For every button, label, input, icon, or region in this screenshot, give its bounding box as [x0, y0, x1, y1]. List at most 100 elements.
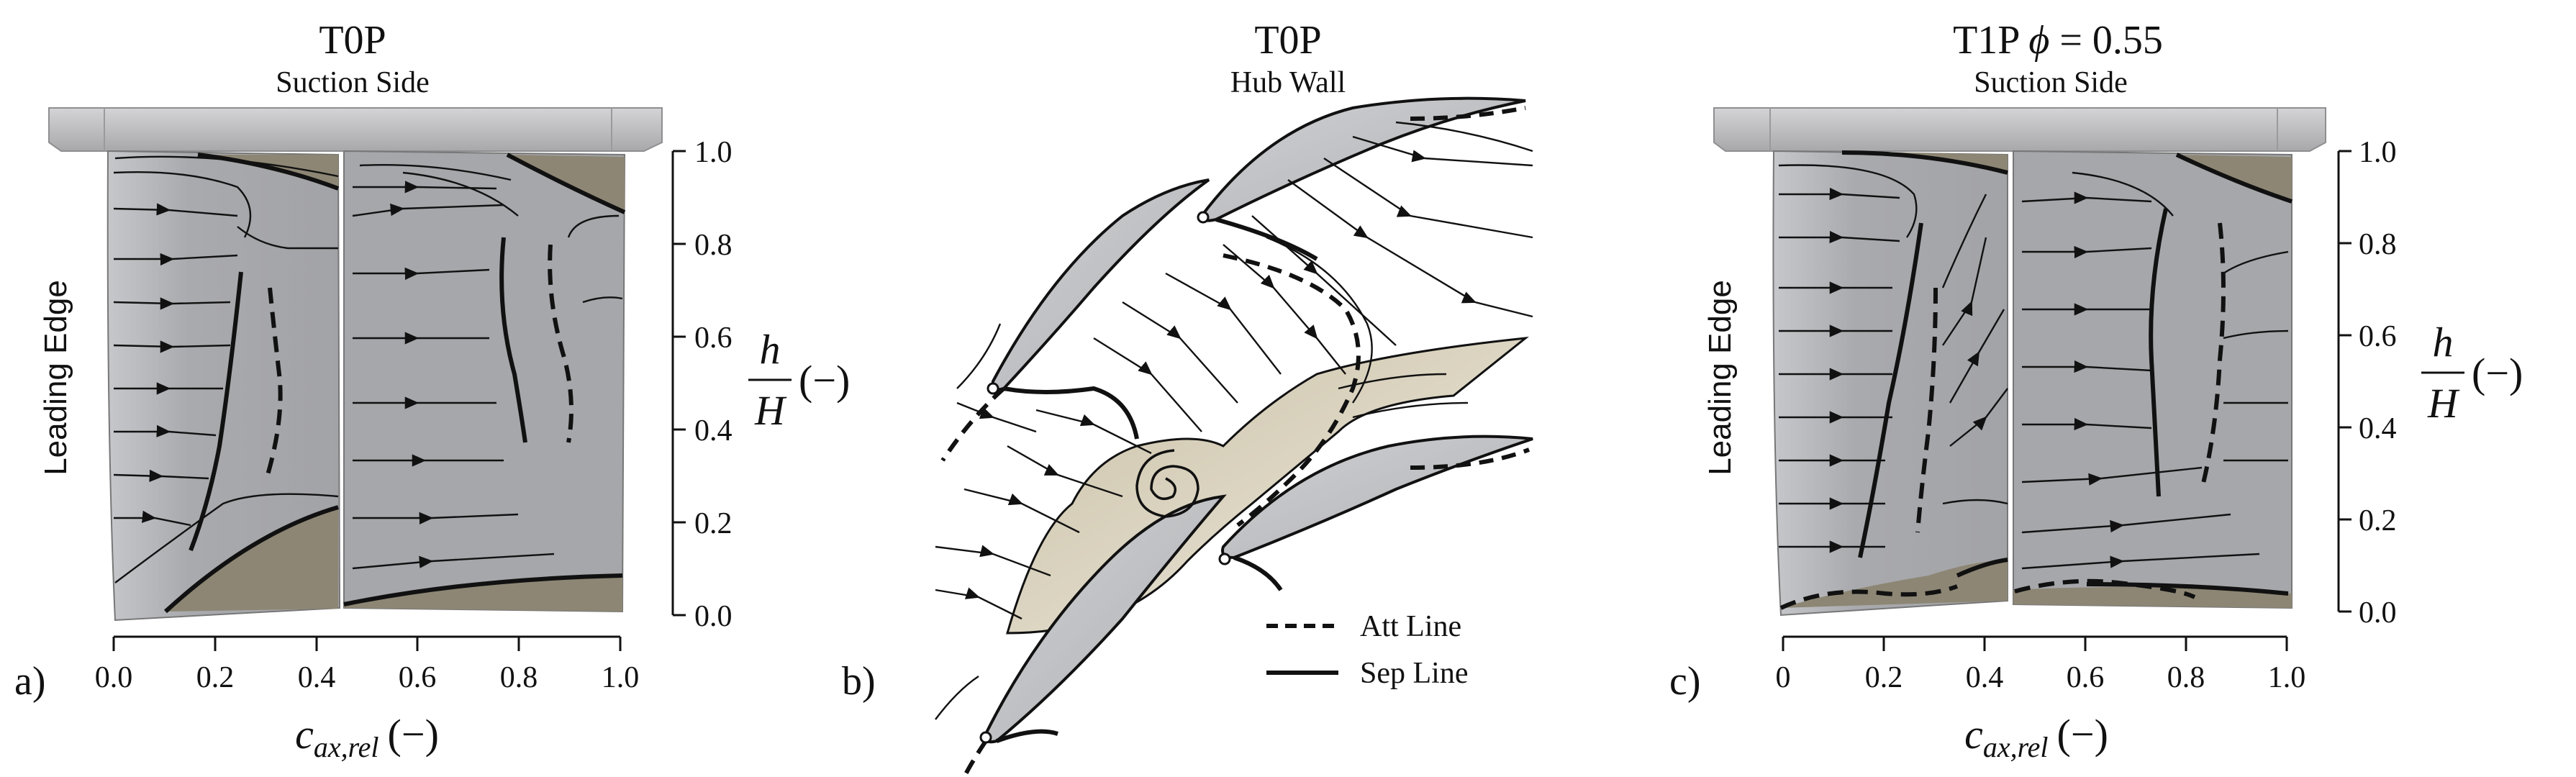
legend-att-label: Att Line: [1360, 610, 1461, 643]
sep-att-lines-b: [940, 106, 1530, 777]
separated-region-bottom-right: [344, 576, 622, 612]
att-line: [2200, 222, 2226, 490]
panel-c-title-main: T1P: [1953, 18, 2028, 63]
sep-line: [1233, 555, 1283, 591]
panel-c-title-phi: ϕ: [2028, 18, 2049, 63]
x-label-unit: (−): [388, 711, 439, 758]
panel-b-title: T0P: [1254, 18, 1321, 63]
sep-line: [343, 573, 623, 606]
separated-region-top-left: [198, 155, 338, 188]
separated-region-bottom-left: [165, 507, 338, 612]
x-axis-label: cax,rel (−): [295, 711, 439, 763]
panel-a-subtitle: Suction Side: [276, 66, 430, 99]
x-tick-label: 0.8: [500, 661, 538, 694]
sep-line: [189, 271, 243, 552]
y-tick-label: 1.0: [694, 136, 733, 169]
y-label-numerator: h: [760, 326, 781, 373]
y-label-denominator: H: [754, 387, 787, 434]
att-line: [548, 244, 573, 443]
blade-middle: [1221, 435, 1533, 560]
y-label-denominator: H: [2427, 380, 2460, 427]
shroud-ridge: [104, 108, 612, 151]
sep-line: [499, 237, 527, 443]
x-label-unit: (−): [2057, 711, 2108, 758]
sep-att-lines-a: [163, 153, 626, 614]
sep-line: [1858, 222, 1923, 558]
x-tick-label: 0.0: [95, 661, 133, 694]
sep-att-lines-c: [1779, 150, 2292, 610]
y-tick-label: 0.2: [694, 507, 733, 540]
y-ticks-c: [2339, 150, 2351, 613]
sep-line: [1003, 386, 1139, 440]
x-tick-label: 0.6: [399, 661, 437, 694]
separated-region-bottom-right: [2013, 587, 2292, 608]
separated-region-bottom-left: [1781, 560, 2008, 608]
panel-b-subtitle: Hub Wall: [1230, 66, 1346, 99]
x-tick-label: 1.0: [2268, 661, 2306, 694]
x-tick-label: 0.2: [1865, 661, 1903, 694]
y-tick-label: 0.0: [2359, 596, 2397, 630]
leading-edge-label: Leading Edge: [1702, 280, 1738, 476]
blade-upper: [991, 178, 1210, 391]
x-tick-label: 0: [1776, 661, 1791, 694]
blade-top: [1199, 96, 1526, 222]
y-tick-label: 1.0: [2359, 136, 2397, 169]
sep-line: [197, 153, 340, 191]
sep-line: [506, 153, 626, 214]
panel-letter-c: c): [1669, 659, 1701, 704]
y-tick-label: 0.4: [694, 414, 733, 447]
x-label-sub: ax,rel: [314, 731, 379, 763]
panel-a: T0P Suction Side: [14, 18, 850, 763]
legend: Att Line Sep Line: [1266, 610, 1468, 690]
legend-sep-label: Sep Line: [1360, 657, 1468, 690]
y-label-unit: (−): [2472, 350, 2523, 396]
x-tick-label: 0.6: [2067, 661, 2105, 694]
x-label-sub: ax,rel: [1983, 731, 2049, 763]
y-tick-label: 0.8: [2359, 228, 2397, 261]
y-label-unit: (−): [799, 357, 850, 404]
y-tick-label: 0.2: [2359, 504, 2397, 537]
sep-line: [1215, 217, 1318, 261]
sep-line: [1841, 150, 2008, 175]
panel-c-title-eq: = 0.55: [2049, 18, 2163, 63]
x-tick-label: 0.4: [1966, 661, 2004, 694]
shroud-ridge: [1769, 108, 2278, 151]
y-tick-label: 0.6: [694, 322, 733, 355]
vortex-spiral: [1135, 449, 1199, 518]
sep-line: [2149, 208, 2168, 497]
att-line: [1410, 106, 1526, 121]
y-tick-label: 0.8: [694, 229, 733, 262]
y-tick-label: 0.0: [694, 600, 733, 633]
y-tick-label: 0.4: [2359, 412, 2397, 445]
saddle-points: [979, 211, 1231, 744]
streamlines-a: [113, 155, 623, 583]
panel-c-subtitle: Suction Side: [1974, 66, 2128, 99]
separated-region-top-left: [1842, 151, 2008, 173]
panel-c-title: T1P ϕ = 0.55: [1953, 18, 2163, 63]
panel-b: T0P Hub Wall: [842, 18, 1533, 777]
att-line: [1915, 287, 1938, 533]
panel-letter-a: a): [14, 659, 46, 704]
x-ticks-c: [1782, 637, 2288, 651]
sep-line: [995, 729, 1058, 743]
streamlines-c: [1778, 164, 2289, 570]
y-tick-label: 0.6: [2359, 320, 2397, 353]
shroud-block: [1713, 107, 2326, 152]
x-axis-label: cax,rel(−): [1964, 711, 2108, 763]
panel-a-title: T0P: [319, 18, 386, 63]
att-line: [266, 287, 283, 476]
sep-line: [163, 505, 339, 614]
x-label-main: c: [295, 711, 314, 758]
blade-surface-left: [106, 150, 341, 622]
x-tick-label: 0.4: [298, 661, 336, 694]
att-line: [962, 740, 988, 777]
sep-line: [2086, 582, 2289, 596]
x-tick-label: 0.2: [196, 661, 235, 694]
separated-region-top-right: [507, 155, 625, 212]
streamlines-b: [935, 121, 1533, 720]
x-label-main: c: [1964, 711, 1983, 758]
sep-line: [1956, 558, 2008, 578]
y-ticks-a: [673, 150, 686, 617]
x-tick-label: 0.8: [2167, 661, 2205, 694]
